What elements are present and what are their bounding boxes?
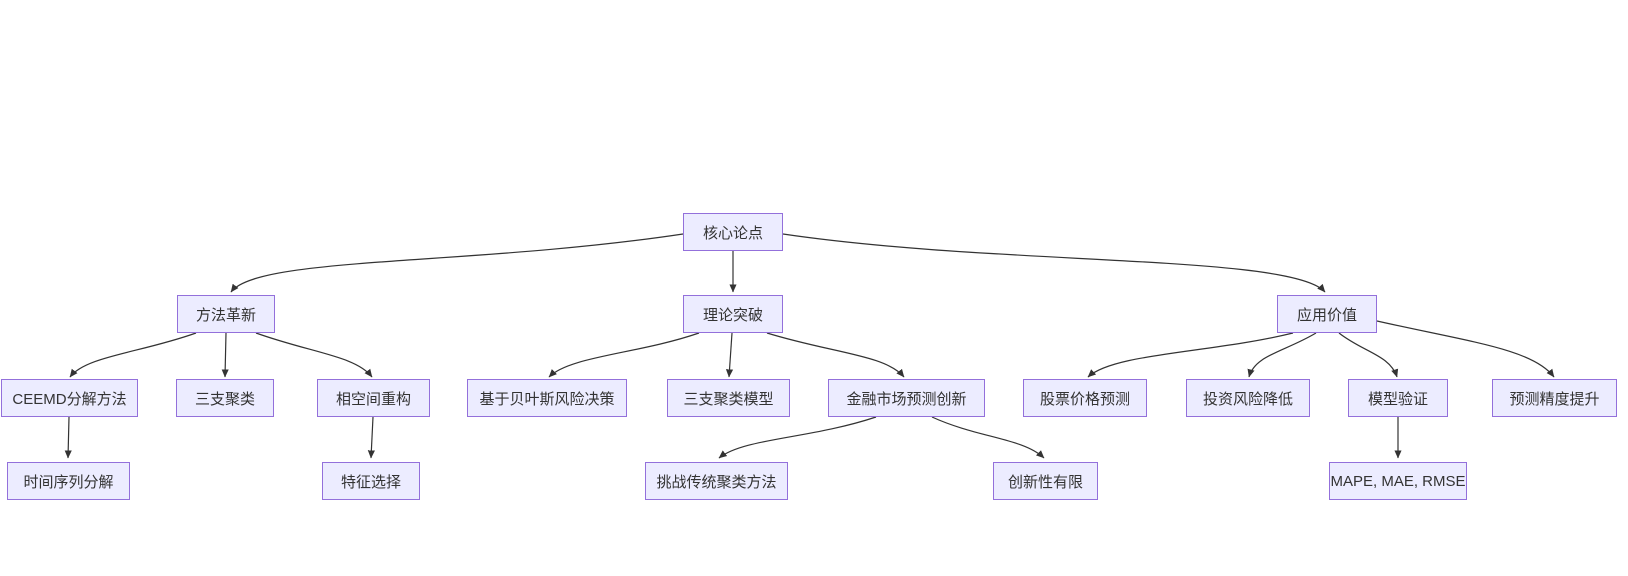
node-time-series-label: 时间序列分解 xyxy=(23,473,114,491)
node-three-way-label: 三支聚类 xyxy=(194,390,255,408)
node-core: 核心论点 xyxy=(683,213,783,251)
edge-theory-bayes xyxy=(548,332,700,378)
node-limited-label: 创新性有限 xyxy=(1007,473,1083,491)
edge-method-phase-space xyxy=(255,332,373,378)
node-ceemd: CEEMD分解方法 xyxy=(1,379,138,417)
node-model-valid: 模型验证 xyxy=(1348,379,1448,417)
edge-value-accuracy xyxy=(1376,320,1555,378)
node-three-way-model-label: 三支聚类模型 xyxy=(683,390,774,408)
edge-value-stock xyxy=(1087,332,1294,378)
node-time-series: 时间序列分解 xyxy=(7,462,130,500)
edge-value-invest-risk xyxy=(1247,332,1317,378)
node-challenge-label: 挑战传统聚类方法 xyxy=(656,473,777,491)
node-phase-space: 相空间重构 xyxy=(317,379,430,417)
node-ceemd-label: CEEMD分解方法 xyxy=(12,390,127,408)
node-stock: 股票价格预测 xyxy=(1023,379,1147,417)
node-stock-label: 股票价格预测 xyxy=(1039,390,1130,408)
edge-fin-innov-challenge xyxy=(718,416,877,459)
node-theory-label: 理论突破 xyxy=(702,306,763,324)
node-bayes: 基于贝叶斯风险决策 xyxy=(467,379,627,417)
node-value-label: 应用价值 xyxy=(1296,306,1357,324)
node-phase-space-label: 相空间重构 xyxy=(335,390,411,408)
node-fin-innov-label: 金融市场预测创新 xyxy=(846,390,967,408)
edge-phase-space-feature-select xyxy=(367,416,375,459)
edge-theory-fin-innov xyxy=(766,332,905,378)
edge-theory-three-way-model xyxy=(725,332,734,378)
edge-core-method xyxy=(230,233,684,293)
node-invest-risk-label: 投资风险降低 xyxy=(1202,390,1293,408)
node-challenge: 挑战传统聚类方法 xyxy=(645,462,788,500)
edge-method-ceemd xyxy=(69,332,197,378)
node-feature-select-label: 特征选择 xyxy=(340,473,401,491)
node-feature-select: 特征选择 xyxy=(322,462,420,500)
edge-value-model-valid xyxy=(1338,332,1399,378)
node-mape: MAPE, MAE, RMSE xyxy=(1329,462,1467,500)
edge-ceemd-time-series xyxy=(64,416,72,459)
node-limited: 创新性有限 xyxy=(993,462,1098,500)
edge-fin-innov-limited xyxy=(931,416,1045,459)
node-accuracy-label: 预测精度提升 xyxy=(1509,390,1600,408)
node-accuracy: 预测精度提升 xyxy=(1492,379,1617,417)
node-three-way: 三支聚类 xyxy=(176,379,274,417)
node-value: 应用价值 xyxy=(1277,295,1377,333)
node-theory: 理论突破 xyxy=(683,295,783,333)
node-three-way-model: 三支聚类模型 xyxy=(667,379,790,417)
node-bayes-label: 基于贝叶斯风险决策 xyxy=(479,390,615,408)
node-core-label: 核心论点 xyxy=(702,224,763,242)
node-fin-innov: 金融市场预测创新 xyxy=(828,379,985,417)
edge-core-value xyxy=(782,233,1326,293)
node-method: 方法革新 xyxy=(177,295,275,333)
node-mape-label: MAPE, MAE, RMSE xyxy=(1330,472,1466,490)
node-model-valid-label: 模型验证 xyxy=(1367,390,1428,408)
node-method-label: 方法革新 xyxy=(195,306,256,324)
edge-method-three-way xyxy=(221,332,229,378)
node-invest-risk: 投资风险降低 xyxy=(1186,379,1310,417)
